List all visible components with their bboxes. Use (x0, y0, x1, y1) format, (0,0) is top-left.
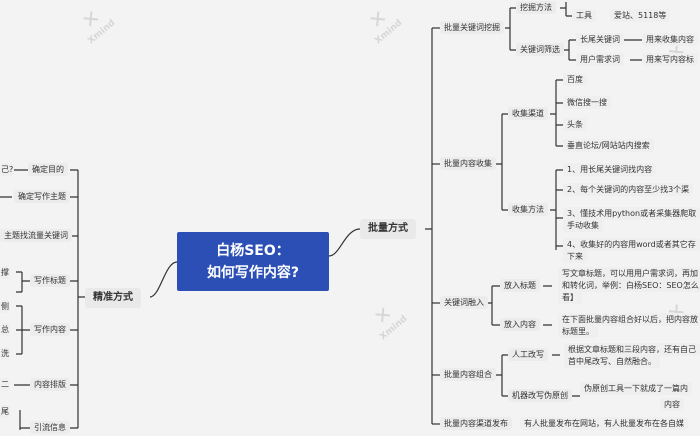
topic-define-goal[interactable]: 确定目的 (28, 163, 68, 176)
topic-define-theme[interactable]: 确定写作主题 (14, 190, 70, 203)
subtopic-manual-rewrite[interactable]: 人工改写 (508, 348, 548, 361)
leaf-method-3b[interactable]: 手动收集 (563, 219, 603, 232)
topic-write-content[interactable]: 写作内容 (30, 323, 70, 336)
leaf-write-title[interactable]: 用来写内容标 (642, 53, 698, 66)
leaf-title-text-3[interactable]: 看】 (558, 291, 582, 304)
leaf-longtail-keyword[interactable]: 长尾关键词 (576, 33, 624, 46)
leaf-method-4b[interactable]: 下来 (563, 250, 587, 263)
leaf-fragment[interactable]: 二 (0, 378, 10, 391)
leaf-collect-content[interactable]: 用来收集内容 (642, 33, 698, 46)
leaf-fragment[interactable]: 撑 (0, 266, 10, 279)
leaf-method-4[interactable]: 4、收集好的内容用word或者其它存 (563, 238, 700, 251)
leaf-baidu[interactable]: 百度 (563, 73, 587, 86)
main-topic-precise[interactable]: 精准方式 (85, 288, 141, 308)
leaf-fragment[interactable]: 侧 (0, 300, 10, 313)
topic-find-keywords[interactable]: 主题找流量关键词 (0, 229, 72, 242)
leaf-fragment[interactable]: 己? (0, 163, 15, 176)
leaf-machine-text-1[interactable]: 伪原创工具一下就成了一篇内 (580, 382, 692, 395)
topic-keyword-integration[interactable]: 关键词融入 (440, 296, 488, 309)
leaf-fragment[interactable]: 总 (0, 323, 10, 336)
leaf-method-2[interactable]: 2、每个关键词的内容至少找3个渠 (563, 183, 694, 196)
leaf-method-1[interactable]: 1、用长尾关键词找内容 (563, 163, 657, 176)
topic-write-title[interactable]: 写作标题 (30, 274, 70, 287)
topic-content-combination[interactable]: 批量内容组合 (440, 368, 496, 381)
leaf-fragment[interactable]: 尾 (0, 405, 10, 418)
leaf-toutiao[interactable]: 头条 (563, 118, 587, 131)
subtopic-mining-method[interactable]: 挖掘方法 (516, 1, 556, 14)
subtopic-in-content[interactable]: 放入内容 (500, 318, 540, 331)
subtopic-collection-channel[interactable]: 收集渠道 (508, 107, 548, 120)
leaf-publish-text[interactable]: 有人批量发布在网站，有人批量发布在各自媒 (520, 417, 688, 430)
subtopic-keyword-filter[interactable]: 关键词筛选 (516, 43, 564, 56)
leaf-fragment[interactable]: 洗 (0, 347, 10, 360)
leaf-wechat-search[interactable]: 微信搜一搜 (563, 96, 611, 109)
leaf-tool[interactable]: 工具 (572, 9, 596, 22)
leaf-content-text-2[interactable]: 标题里。 (558, 325, 598, 338)
subtopic-in-title[interactable]: 放入标题 (500, 279, 540, 292)
central-topic[interactable]: 白杨SEO： 如何写作内容? (177, 232, 329, 291)
topic-keyword-mining[interactable]: 批量关键词挖掘 (440, 21, 504, 34)
leaf-user-demand[interactable]: 用户需求词 (576, 53, 624, 66)
topic-layout[interactable]: 内容排版 (30, 378, 70, 391)
leaf-manual-text-1[interactable]: 根据文章标题和三段内容，还有自己 (564, 343, 700, 356)
leaf-tool-examples[interactable]: 爱站、5118等 (610, 9, 671, 22)
leaf-manual-text-2[interactable]: 首中尾改写、自然融合。 (564, 355, 660, 368)
leaf-title-text-1[interactable]: 写文章标题，可以用用户需求词，再加 (558, 267, 700, 280)
leaf-title-text-2[interactable]: 和转化词，举例：白杨SEO：SEO怎么 (558, 279, 700, 292)
topic-traffic-info[interactable]: 引流信息 (30, 421, 70, 434)
leaf-forum-search[interactable]: 垂直论坛/网站站内搜索 (563, 139, 654, 152)
leaf-content-text-1[interactable]: 在下面批量内容组合好以后，把内容放 (558, 313, 700, 326)
main-topic-batch[interactable]: 批量方式 (360, 219, 416, 239)
leaf-machine-text-2[interactable]: 内容 (660, 398, 684, 411)
leaf-method-3[interactable]: 3、懂技术用python或者采集器爬取 (563, 207, 700, 220)
central-topic-line1: 白杨SEO： (216, 242, 290, 259)
topic-content-collection[interactable]: 批量内容收集 (440, 157, 496, 170)
subtopic-machine-rewrite[interactable]: 机器改写伪原创 (508, 389, 572, 402)
topic-content-publish[interactable]: 批量内容渠道发布 (440, 417, 512, 430)
central-topic-line2: 如何写作内容? (206, 264, 300, 281)
subtopic-collection-method[interactable]: 收集方法 (508, 203, 548, 216)
